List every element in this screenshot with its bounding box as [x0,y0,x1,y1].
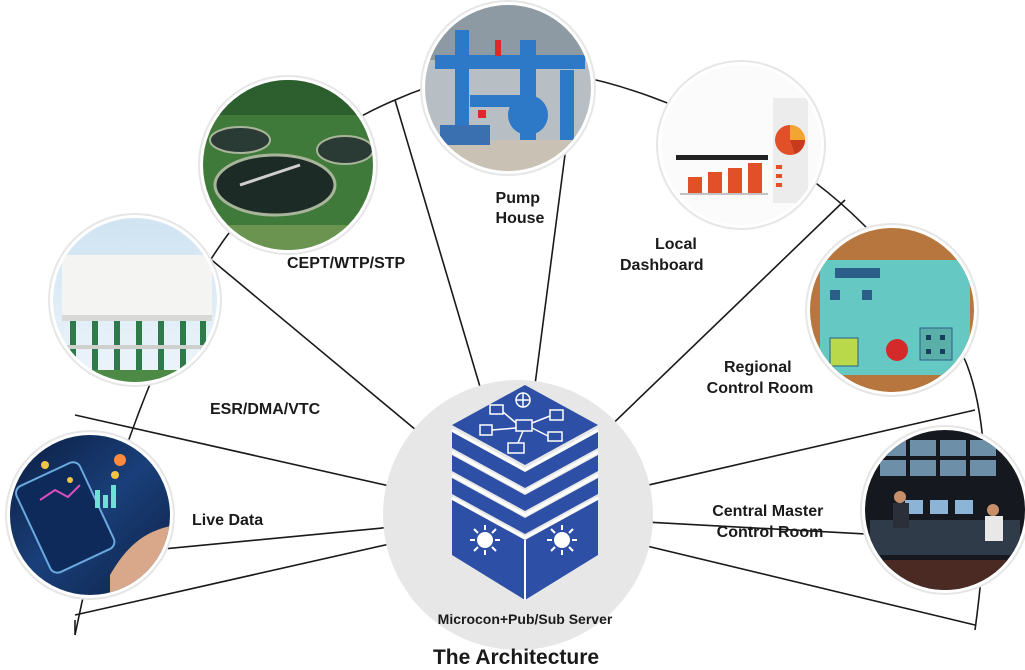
esr-photo [48,213,222,387]
server-cube-icon [451,385,599,600]
label-live-data: Live Data [192,512,263,529]
server-label: Microcon+Pub/Sub Server [438,611,613,627]
label-pump-house: Pump House [496,190,545,227]
local-dashboard-photo [656,60,826,230]
label-regional-control: Regional Control Room [707,359,814,397]
label-central-control: Central Master Control Room [712,503,828,541]
label-local-dashboard: Local Dashboard [620,236,704,274]
regional-control-photo [805,223,979,397]
label-esr: ESR/DMA/VTC [210,401,321,418]
central-control-photo [860,425,1025,595]
diagram-title: The Architecture [433,646,599,669]
live-data-photo [5,430,175,600]
pump-house-photo [420,0,596,176]
cept-photo [198,75,378,255]
label-cept: CEPT/WTP/STP [287,255,406,272]
node-labels: Live Data ESR/DMA/VTC CEPT/WTP/STP Pump … [192,190,828,541]
